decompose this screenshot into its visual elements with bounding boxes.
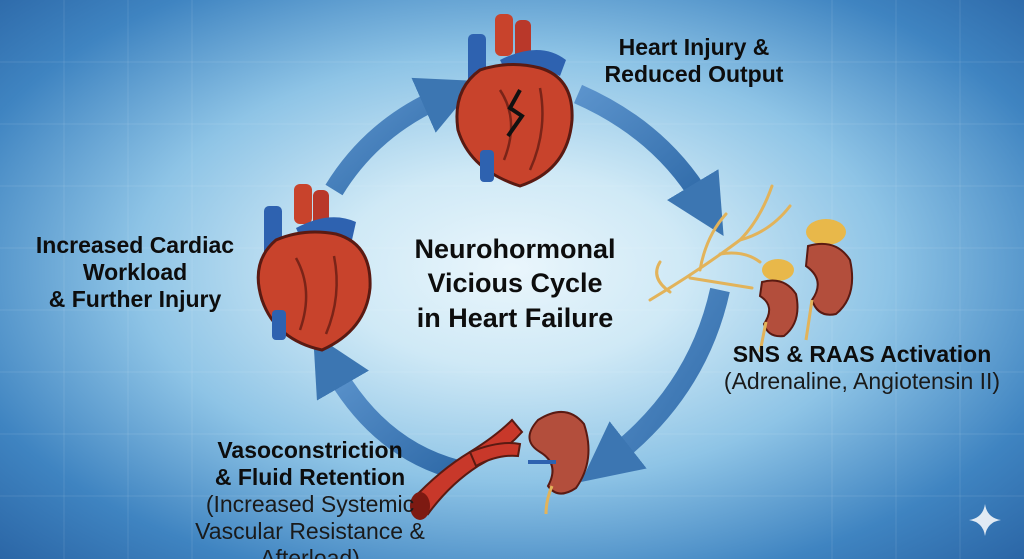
cardiac-workload-label: Increased Cardiac Workload & Further Inj… <box>0 232 270 313</box>
sns-raas-subtitle-line: (Adrenaline, Angiotensin II) <box>723 367 1001 394</box>
heart-injury-title-line: Heart Injury & <box>618 34 770 60</box>
center-title-line: in Heart Failure <box>416 302 614 333</box>
center-title: Neurohormonal Vicious Cycle in Heart Fai… <box>370 232 660 335</box>
sns-raas-title-line: SNS & RAAS Activation <box>732 341 992 367</box>
vasoconstriction-title-line: & Fluid Retention <box>214 463 406 490</box>
vasoconstriction-title-line: Vasoconstriction <box>217 437 403 463</box>
cardiac-workload-title-line: Increased Cardiac <box>35 232 235 258</box>
sparkle-icon <box>969 504 1001 536</box>
center-title-line: Vicious Cycle <box>427 268 603 299</box>
arrow-injury-to-sns <box>573 84 724 237</box>
heart-injury-label: Heart Injury & Reduced Output <box>594 34 794 88</box>
arrow-cardiac-to-injury <box>325 77 479 196</box>
arrow-sns-to-vaso <box>580 287 730 482</box>
arrow-vaso-to-cardiac <box>313 333 461 480</box>
cardiac-workload-title-line: & Further Injury <box>48 285 222 312</box>
heart-injury-title-line: Reduced Output <box>604 60 784 87</box>
vasoconstriction-subtitle-line: Vascular Resistance & Afterload) <box>195 517 425 559</box>
center-title-line: Neurohormonal <box>414 234 616 264</box>
vasoconstriction-subtitle-line: (Increased Systemic <box>205 490 415 517</box>
sns-raas-label: SNS & RAAS Activation (Adrenaline, Angio… <box>700 341 1024 395</box>
vasoconstriction-label: Vasoconstriction & Fluid Retention (Incr… <box>150 437 470 559</box>
cardiac-workload-title-line: Workload <box>82 258 188 285</box>
